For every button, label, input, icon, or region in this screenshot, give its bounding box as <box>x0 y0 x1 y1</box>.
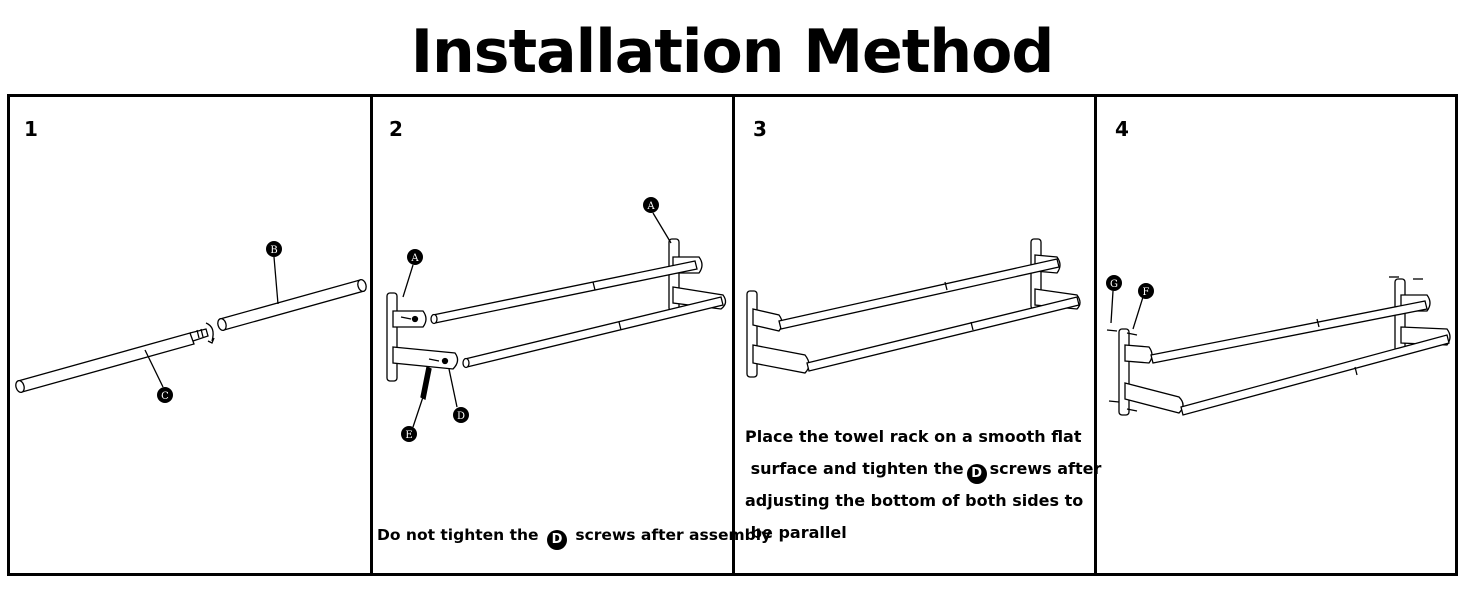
step-3-caption-line-2-text: surface and tighten the <box>750 459 964 478</box>
step-3-number: 3 <box>753 117 767 141</box>
step-2-caption-before: Do not tighten the <box>377 526 539 544</box>
part-c-label: C <box>161 391 169 402</box>
step-2-illustration: A A D E <box>386 197 727 442</box>
step-3-caption: Place the towel rack on a smooth flat su… <box>745 421 1101 549</box>
d-badge-icon: D <box>966 464 987 484</box>
step-1-illustration: B C <box>15 241 367 403</box>
step-1-panel: 1 B <box>10 97 370 573</box>
step-4-number: 4 <box>1115 117 1129 141</box>
part-b-label-group: B <box>266 241 282 257</box>
step-2-caption-after: screws after assembly <box>575 526 772 544</box>
part-f-label: F <box>1143 287 1150 298</box>
d-badge-icon: D <box>546 530 567 550</box>
part-g-label: G <box>1110 279 1118 290</box>
page-title: Installation Method <box>410 17 1055 87</box>
step-3-caption-line-2-tail: screws after <box>989 459 1102 478</box>
part-e-label: E <box>405 430 412 441</box>
step-2-panel: 2 <box>370 97 771 573</box>
part-a-label-right: A <box>646 201 655 212</box>
step-3-caption-line-3: adjusting the bottom of both sides to <box>745 491 1084 510</box>
step-3-panel: 3 Place the towel rack on a smooth flat … <box>732 97 1101 573</box>
part-a-label-left: A <box>410 253 419 264</box>
steps-grid: 1 B <box>7 94 1458 576</box>
step-2-number: 2 <box>389 117 403 141</box>
step-3-caption-line-4-text: be parallel <box>750 523 847 542</box>
step-2-caption: Do not tighten the D screws after assemb… <box>377 519 771 551</box>
part-b-label: B <box>270 245 277 256</box>
step-4-illustration: G F <box>1106 275 1451 416</box>
step-4-panel: 4 <box>1094 97 1455 573</box>
part-d-label: D <box>457 411 465 422</box>
step-3-caption-line-4: be parallel <box>745 517 1101 549</box>
step-1-number: 1 <box>24 117 38 141</box>
step-3-caption-line-1: Place the towel rack on a smooth flat <box>745 427 1082 446</box>
step-3-illustration <box>746 238 1081 378</box>
